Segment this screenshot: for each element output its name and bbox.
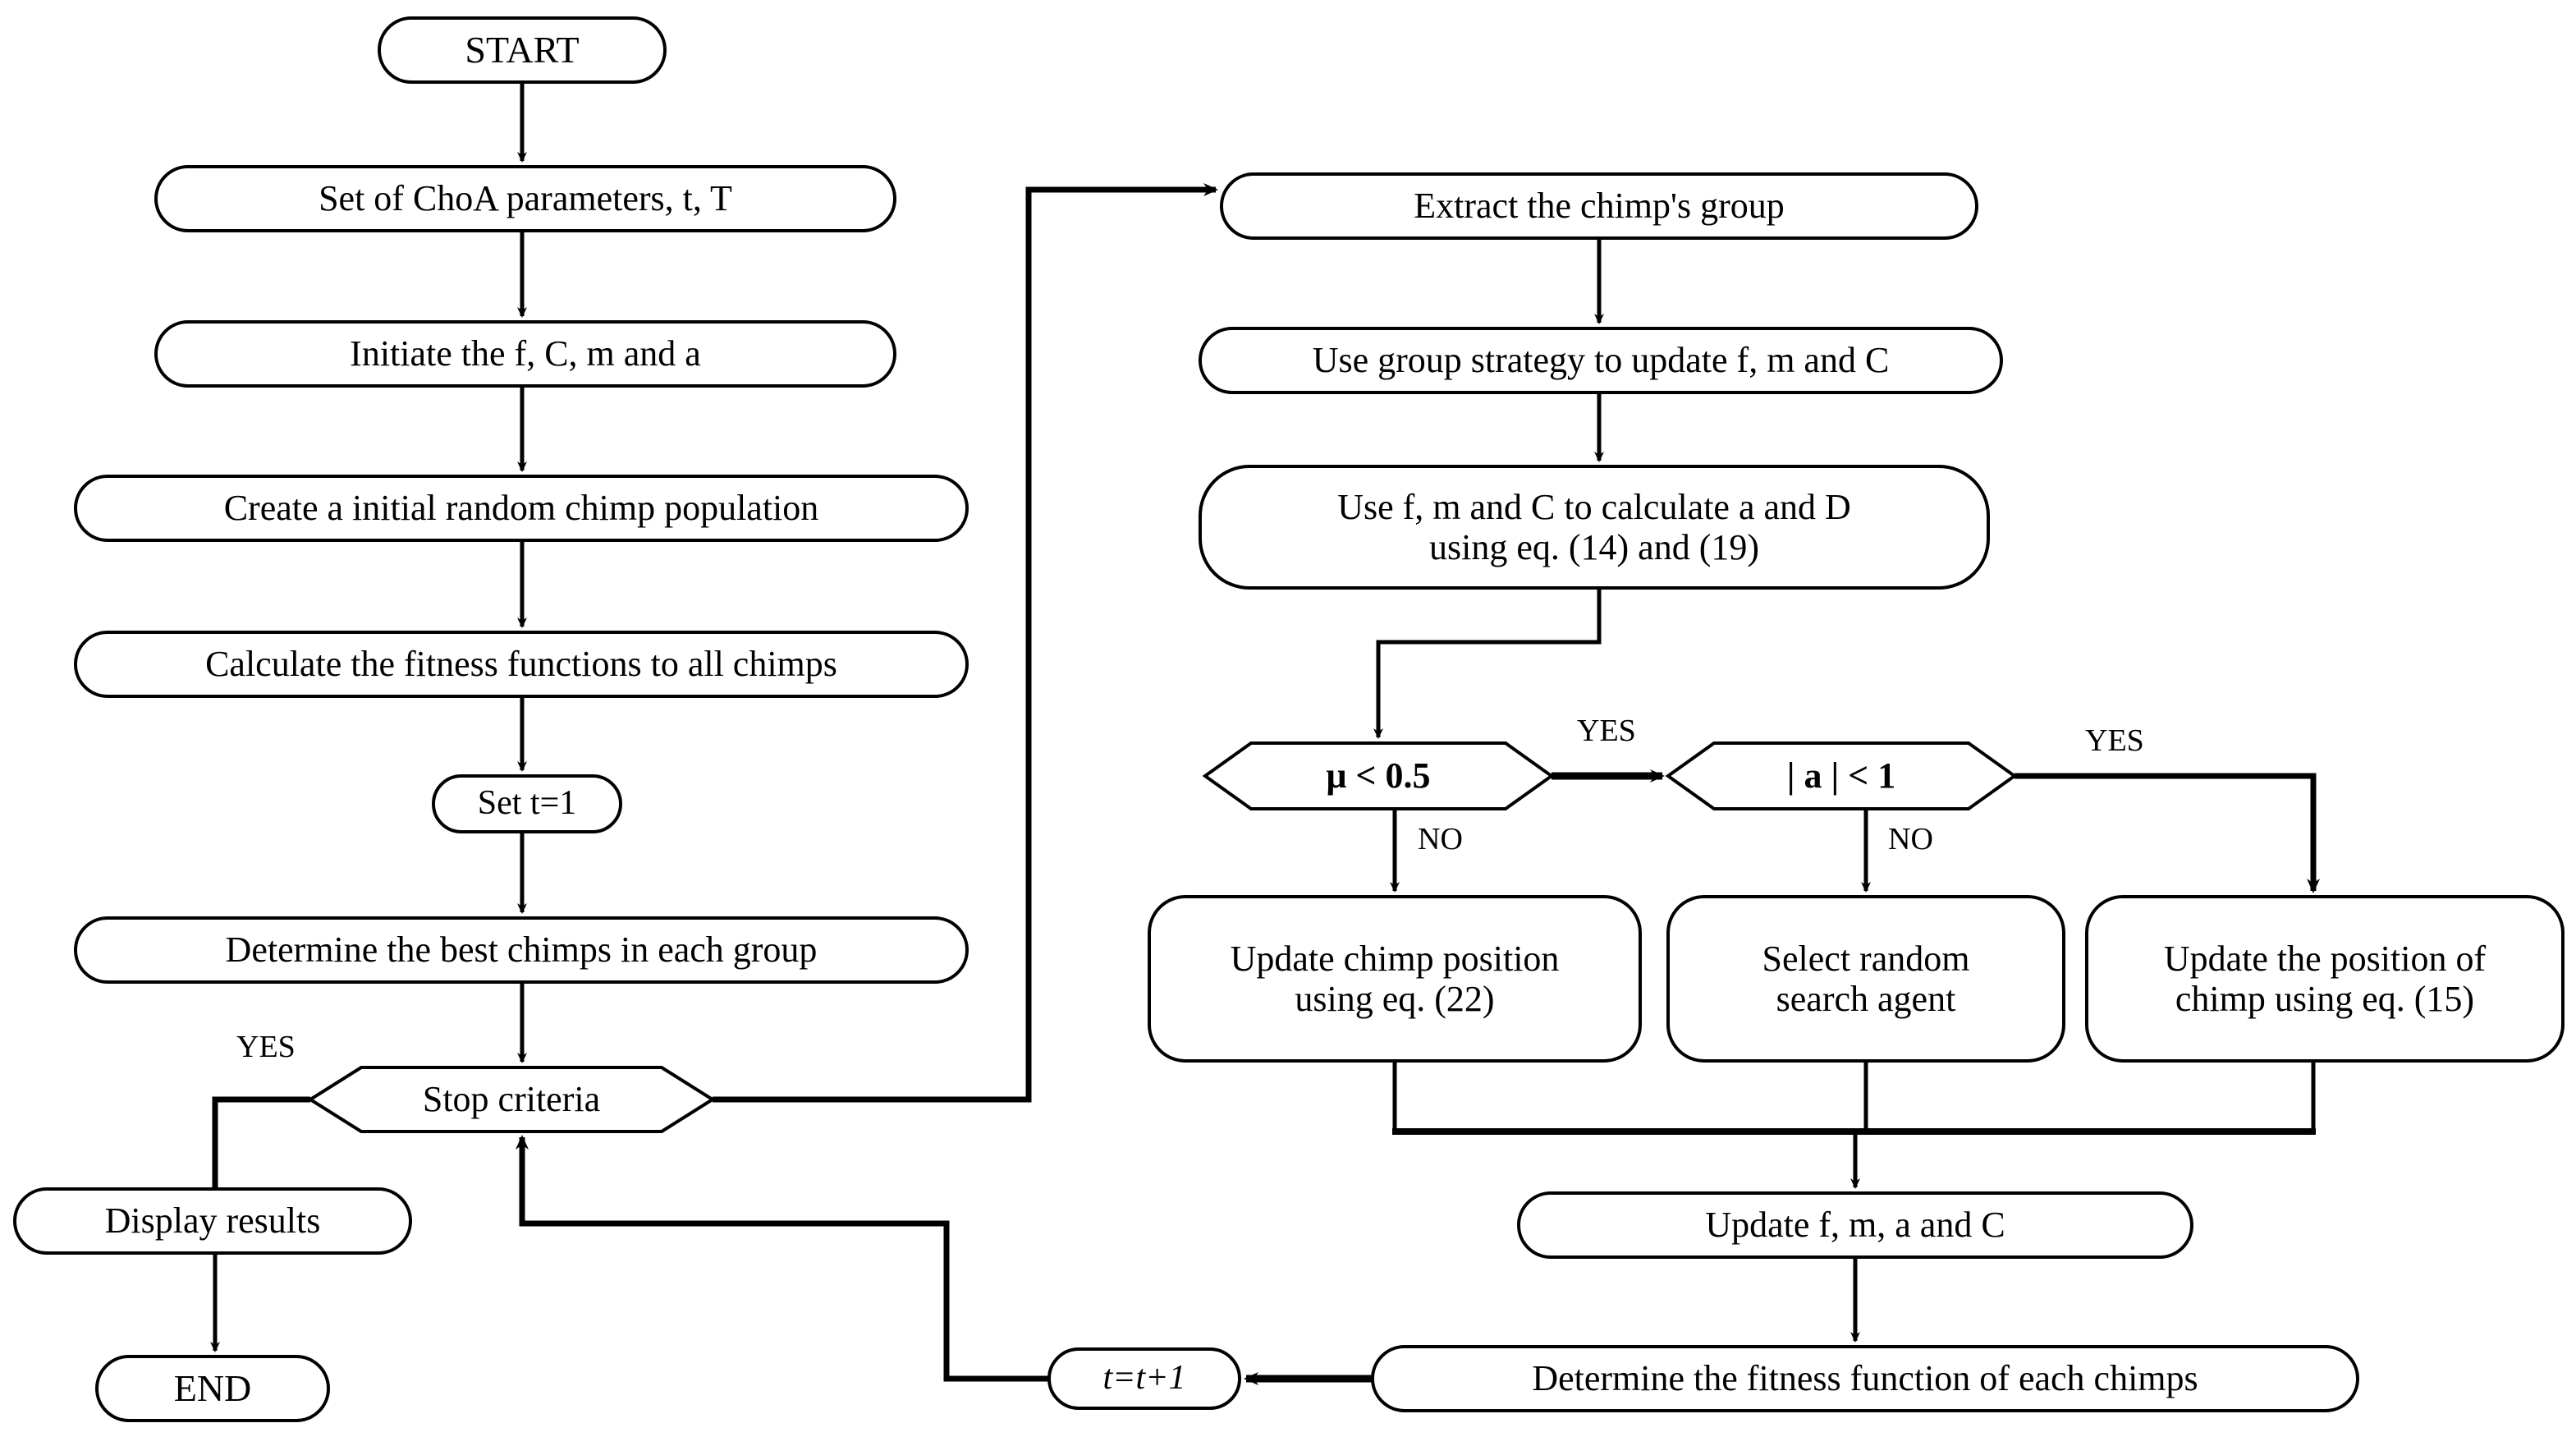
shape-use-group-strategy [1199, 327, 2003, 394]
shape-create-pop [74, 475, 969, 542]
shape-set-t1 [432, 774, 622, 833]
shape-extract-group [1220, 172, 1978, 240]
edge-label-a-yes: YES [2085, 723, 2144, 758]
shape-set-params [154, 165, 896, 232]
shape-determine-best [74, 916, 969, 984]
edge-stop-no-to-extract [713, 183, 1218, 1103]
shape-select-random [1666, 895, 2065, 1063]
shape-display-results [13, 1187, 412, 1255]
edge-label-mu-yes: YES [1577, 714, 1636, 748]
shape-calc-fitness [74, 631, 969, 698]
shape-update-chimp-22 [1148, 895, 1642, 1063]
edge-calcad-to-mu [1373, 588, 1602, 739]
shape-end [95, 1355, 330, 1422]
shape-calc-a-d [1199, 465, 1990, 590]
shape-a-decision [1665, 741, 2018, 810]
shape-determine-fitness [1371, 1345, 2359, 1412]
shape-update-fmac [1517, 1191, 2193, 1259]
edge-tinc-to-stop [516, 1135, 1049, 1382]
shape-t-increment [1047, 1347, 1241, 1410]
shape-update-pos-15 [2085, 895, 2565, 1063]
shape-stop-criteria [307, 1066, 716, 1133]
shape-start [378, 16, 667, 84]
edge-label-mu-no: NO [1418, 822, 1463, 856]
edge-stop-yes-to-display [212, 1096, 310, 1189]
shape-mu-decision [1202, 741, 1555, 810]
edge-a-yes-to-update15 [2015, 773, 2320, 893]
edge-label-a-no: NO [1888, 822, 1933, 856]
shape-initiate [154, 320, 896, 388]
edge-label-stop-yes: YES [236, 1030, 296, 1064]
